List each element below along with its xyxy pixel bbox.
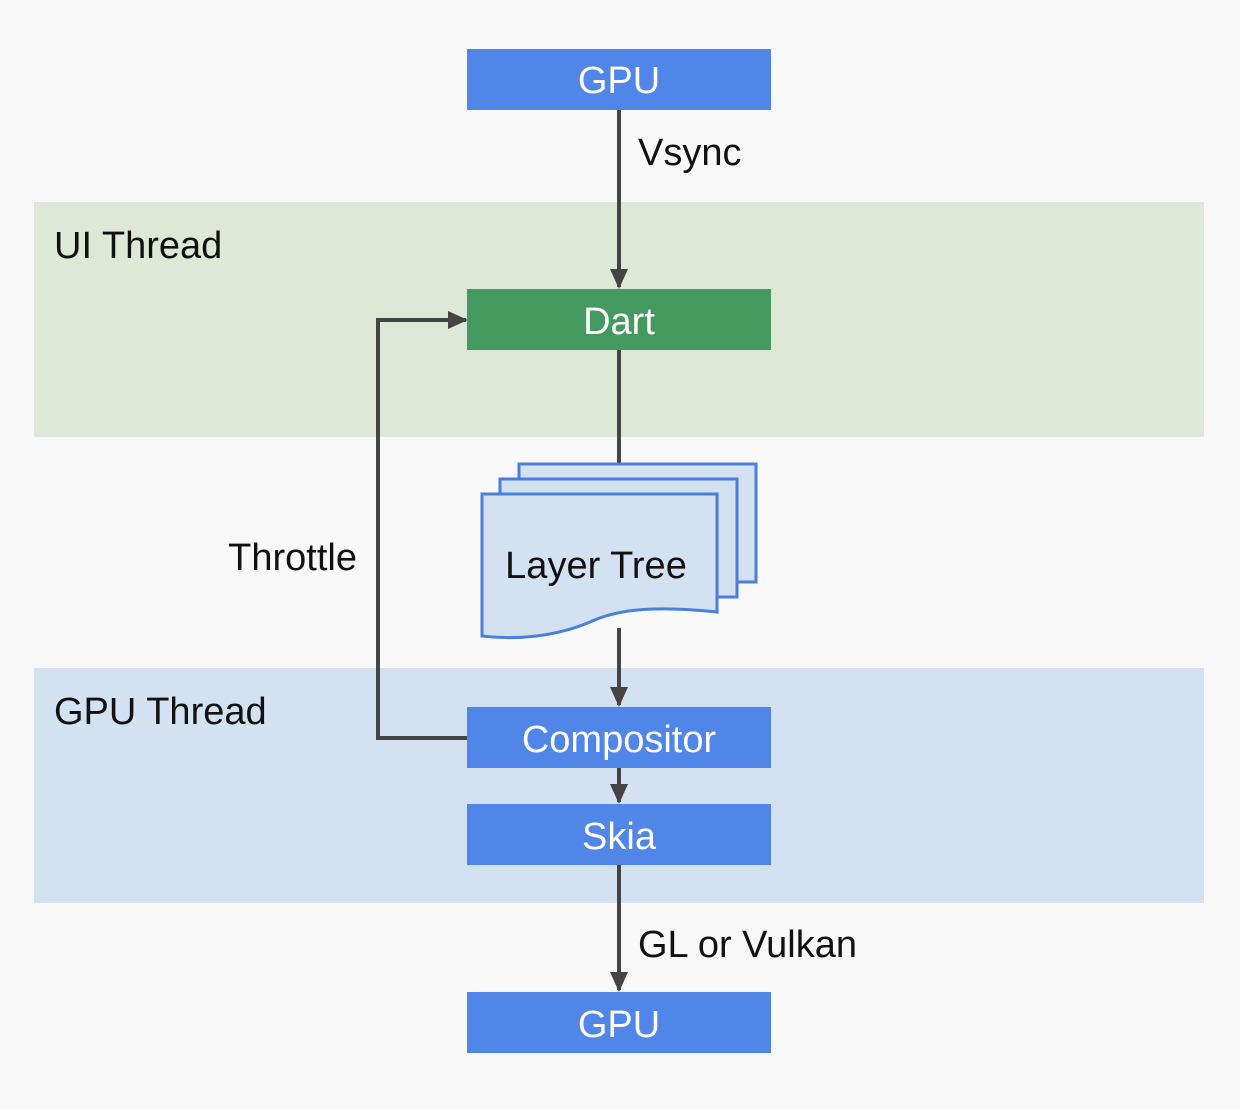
layer-tree-label: Layer Tree <box>505 545 687 587</box>
ui-thread-label: UI Thread <box>54 225 222 267</box>
skia-label: Skia <box>582 816 657 858</box>
throttle-label: Throttle <box>228 537 357 579</box>
compositor-label: Compositor <box>522 719 717 761</box>
dart-box <box>467 289 771 350</box>
gl-or-vulkan-label: GL or Vulkan <box>638 924 857 966</box>
gpu-top-label: GPU <box>578 60 660 102</box>
dart-label: Dart <box>583 301 655 343</box>
layer-tree-document-stack <box>480 462 758 640</box>
throttle-arrow <box>376 311 468 740</box>
skia-box <box>467 804 771 865</box>
gpu-bottom-box <box>467 992 771 1053</box>
vsync-label: Vsync <box>638 132 741 174</box>
gpu-bottom-label: GPU <box>578 1004 660 1046</box>
gpu-top-box <box>467 49 771 110</box>
gpu-thread-label: GPU Thread <box>54 691 267 733</box>
compositor-box <box>467 707 771 768</box>
